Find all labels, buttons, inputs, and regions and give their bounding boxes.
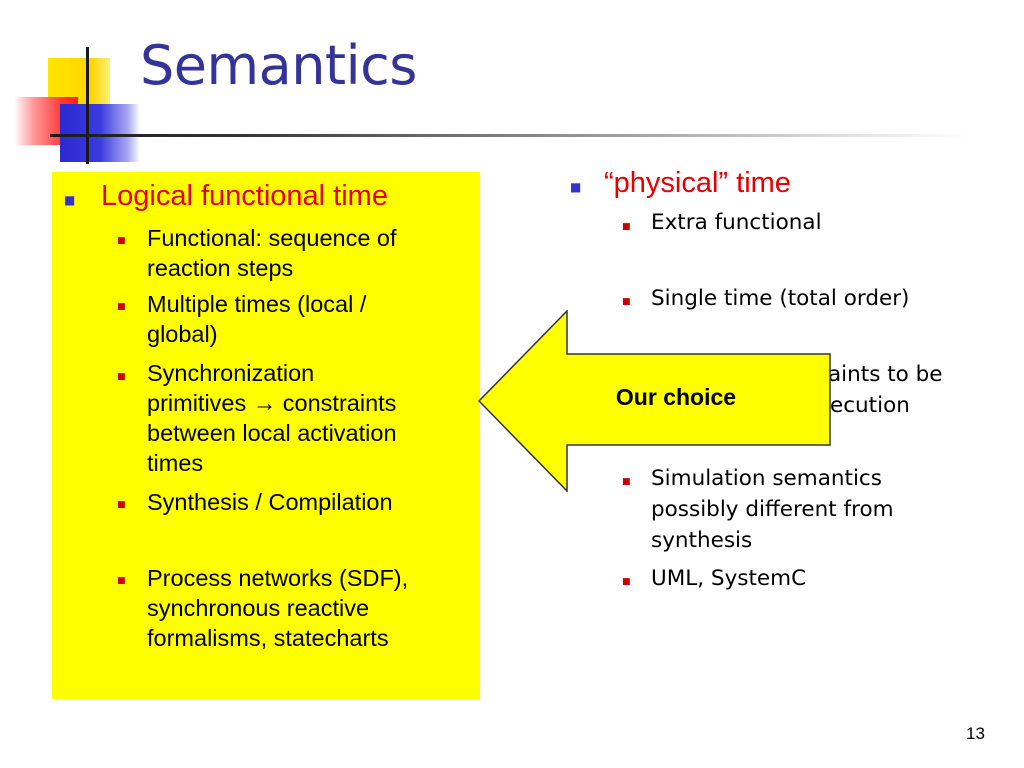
bullet-icon: ■	[622, 297, 631, 307]
bullet-icon: ■	[117, 576, 126, 586]
left-item-5-line: formalisms, statecharts	[147, 625, 389, 651]
left-item-4: Synthesis / Compilation	[147, 487, 393, 517]
page-number: 13	[966, 724, 985, 743]
right-item-4: Simulation semantics possibly different …	[651, 463, 894, 556]
right-item-5: UML, SystemC	[651, 563, 806, 594]
bullet-icon: ■	[622, 577, 631, 587]
left-item-3-line: between local activation	[147, 420, 397, 446]
left-item-2-line: global)	[147, 321, 218, 347]
logo-vertical-line	[86, 47, 89, 164]
left-item-5-line: synchronous reactive	[147, 595, 370, 621]
bullet-icon: ■	[117, 500, 126, 510]
right-item-4-line: Simulation semantics	[651, 466, 882, 491]
bullet-icon: ■	[117, 302, 126, 312]
left-item-3-line: times	[147, 450, 204, 476]
bullet-icon: ■	[117, 372, 126, 382]
logical-time-box	[52, 172, 480, 699]
bullet-icon: ■	[570, 180, 582, 194]
left-item-2: Multiple times (local / global)	[147, 289, 366, 349]
right-item-1: Extra functional	[651, 207, 822, 238]
bullet-icon: ■	[64, 193, 76, 207]
right-item-3-line: ecution	[830, 393, 910, 418]
left-item-1-line: Functional: sequence of	[147, 225, 397, 251]
right-item-4-line: synthesis	[651, 528, 753, 553]
logo-blue-block	[60, 104, 140, 162]
left-item-4-line: Synthesis / Compilation	[147, 489, 393, 515]
left-item-5: Process networks (SDF), synchronous reac…	[147, 563, 408, 653]
right-item-3-line: aints to be	[828, 362, 943, 387]
right-item-5-line: UML, SystemC	[651, 566, 807, 591]
right-item-2: Single time (total order)	[651, 283, 909, 314]
bullet-icon: ■	[622, 222, 631, 232]
right-item-4-line: possibly different from	[651, 497, 894, 522]
bullet-icon: ■	[622, 477, 631, 487]
right-item-2-line: Single time (total order)	[651, 286, 910, 311]
left-arrow-callout	[478, 310, 831, 492]
our-choice-label: Our choice	[615, 384, 737, 410]
left-item-3: Synchronization primitives → constraints…	[147, 358, 397, 478]
left-item-1: Functional: sequence of reaction steps	[147, 223, 397, 283]
left-item-5-line: Process networks (SDF),	[147, 565, 409, 591]
title-underline	[50, 134, 970, 137]
left-heading: Logical functional time	[101, 180, 388, 212]
left-item-1-line: reaction steps	[147, 255, 294, 281]
left-item-2-line: Multiple times (local /	[147, 291, 367, 317]
right-item-1-line: Extra functional	[651, 210, 822, 235]
left-item-3-line: primitives → constraints	[147, 390, 397, 416]
left-item-3-line: Synchronization	[147, 360, 315, 386]
right-heading: “physical” time	[604, 167, 791, 199]
bullet-icon: ■	[117, 236, 126, 246]
slide-title: Semantics	[140, 34, 417, 97]
right-item-3-partial: aints to be ecution	[828, 359, 943, 421]
